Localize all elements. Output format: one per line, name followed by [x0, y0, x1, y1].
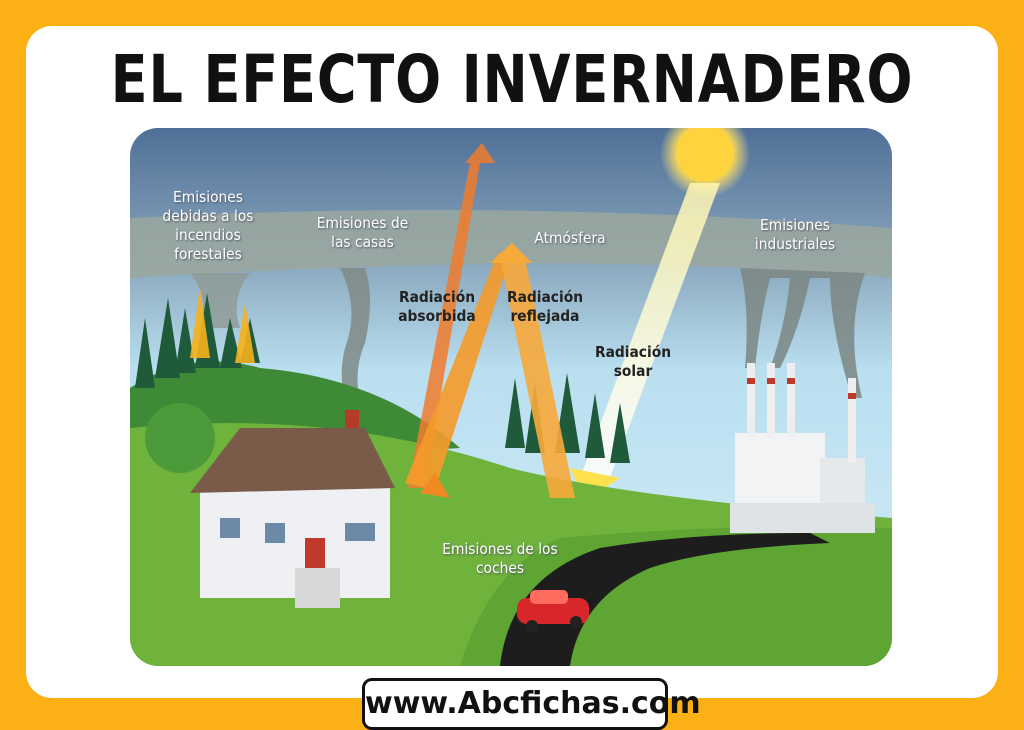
greenhouse-illustration: Emisiones debidas a los incendios forest… — [130, 128, 892, 666]
website-footer: www.Abcfichas.com — [362, 678, 701, 730]
label-industrial-emissions: Emisiones industriales — [754, 216, 836, 253]
car — [517, 590, 589, 632]
reflected-radiation-arrow — [500, 258, 575, 498]
label-forest-fire-emissions: Emisiones debidas a los incendios forest… — [162, 188, 254, 263]
label-reflected-radiation: Radiación reflejada — [506, 288, 584, 325]
factory — [730, 363, 875, 533]
house — [145, 403, 395, 608]
label-car-emissions: Emisiones de los coches — [442, 540, 558, 577]
label-house-emissions: Emisiones de las casas — [316, 214, 409, 251]
label-absorbed-radiation: Radiación absorbida — [398, 288, 476, 325]
solar-radiation-beam — [580, 183, 720, 483]
label-solar-radiation: Radiación solar — [594, 343, 672, 380]
absorbed-radiation-arrow — [405, 253, 510, 490]
road — [500, 533, 830, 666]
label-atmosphere: Atmósfera — [534, 229, 606, 247]
house-smoke — [340, 268, 370, 418]
escaping-radiation-arrow — [408, 143, 495, 488]
scene-svg — [130, 128, 892, 666]
fire — [190, 288, 255, 363]
page-title: EL EFECTO INVERNADERO — [110, 41, 914, 118]
